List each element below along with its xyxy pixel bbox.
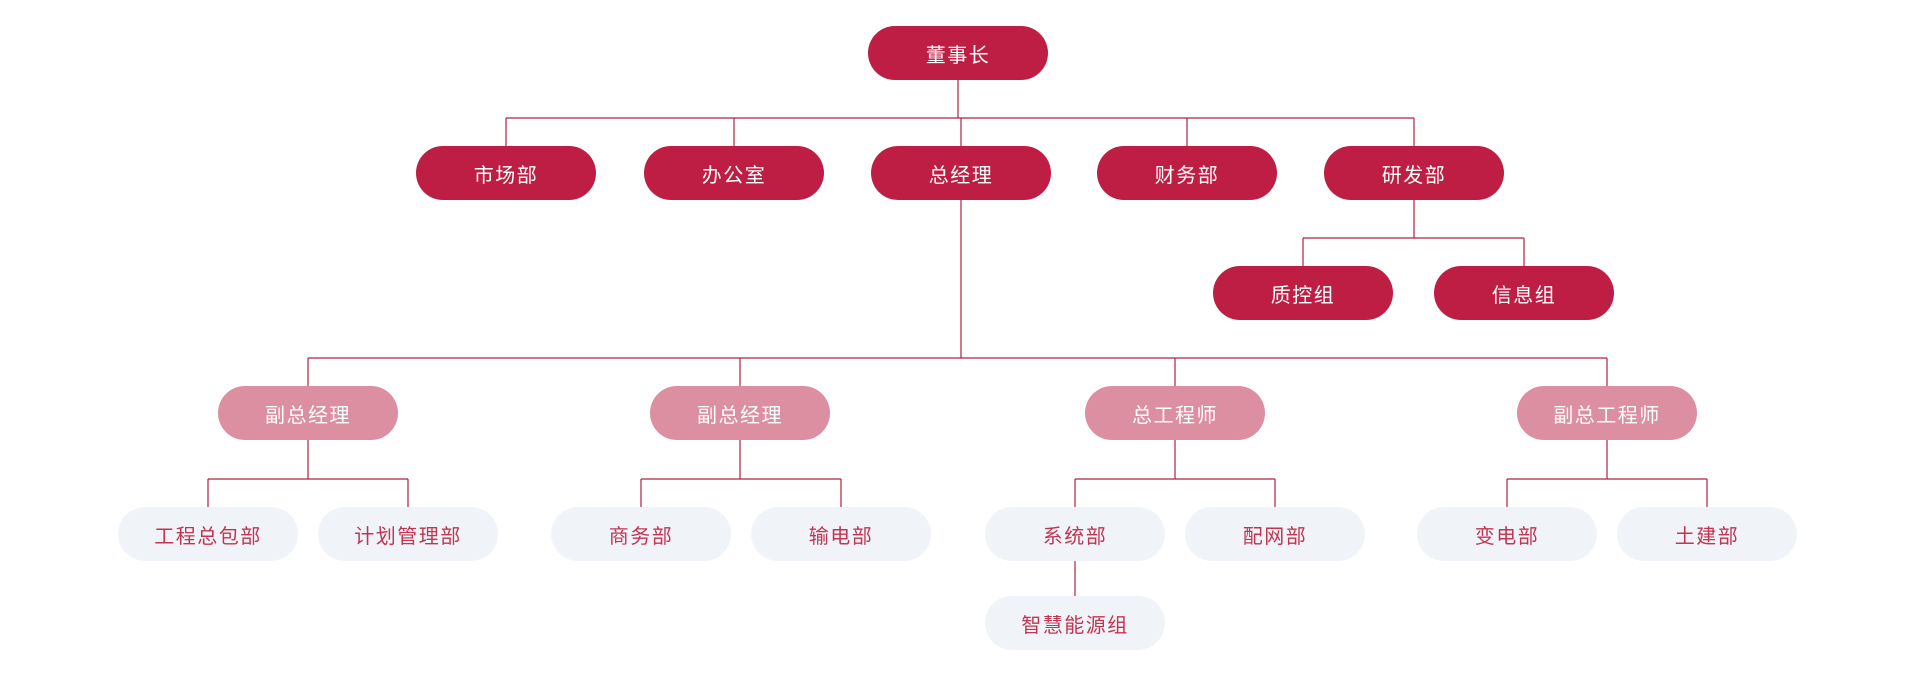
org-node-label: 总经理 [928, 164, 994, 187]
org-node-label: 质控组 [1270, 284, 1336, 307]
org-node-transmission[interactable]: 输电部 [751, 507, 931, 561]
org-node-system[interactable]: 系统部 [985, 507, 1165, 561]
org-node-label: 信息组 [1491, 284, 1557, 307]
org-node-label: 研发部 [1381, 164, 1447, 187]
org-node-planning[interactable]: 计划管理部 [318, 507, 498, 561]
org-node-dgm2[interactable]: 副总经理 [650, 386, 830, 440]
org-node-epc[interactable]: 工程总包部 [118, 507, 298, 561]
org-node-commerce[interactable]: 商务部 [551, 507, 731, 561]
org-node-chief_eng[interactable]: 总工程师 [1085, 386, 1265, 440]
org-node-label: 配网部 [1242, 525, 1308, 548]
org-node-info[interactable]: 信息组 [1434, 266, 1614, 320]
org-node-label: 董事长 [925, 44, 991, 67]
org-node-qc[interactable]: 质控组 [1213, 266, 1393, 320]
org-node-label: 商务部 [608, 525, 674, 548]
org-node-chairman[interactable]: 董事长 [868, 26, 1048, 80]
org-node-dgm1[interactable]: 副总经理 [218, 386, 398, 440]
org-node-label: 工程总包部 [154, 525, 262, 548]
org-node-label: 副总经理 [697, 404, 783, 427]
org-node-label: 计划管理部 [354, 525, 462, 548]
org-node-label: 办公室 [701, 164, 767, 187]
org-node-label: 副总经理 [265, 404, 351, 427]
org-node-label: 输电部 [808, 525, 874, 548]
org-node-distribution[interactable]: 配网部 [1185, 507, 1365, 561]
org-node-label: 副总工程师 [1553, 404, 1661, 427]
org-node-label: 财务部 [1154, 164, 1220, 187]
org-node-market[interactable]: 市场部 [416, 146, 596, 200]
org-node-office[interactable]: 办公室 [644, 146, 824, 200]
org-node-label: 市场部 [473, 164, 539, 187]
org-node-finance[interactable]: 财务部 [1097, 146, 1277, 200]
org-node-label: 智慧能源组 [1021, 614, 1129, 637]
org-node-substation[interactable]: 变电部 [1417, 507, 1597, 561]
org-node-label: 土建部 [1674, 525, 1740, 548]
org-node-label: 总工程师 [1132, 404, 1218, 427]
org-node-rd[interactable]: 研发部 [1324, 146, 1504, 200]
org-node-gm[interactable]: 总经理 [871, 146, 1051, 200]
org-node-smart_energy[interactable]: 智慧能源组 [985, 596, 1165, 650]
org-node-label: 变电部 [1474, 525, 1540, 548]
org-node-civil[interactable]: 土建部 [1617, 507, 1797, 561]
org-node-dep_chief[interactable]: 副总工程师 [1517, 386, 1697, 440]
org-node-label: 系统部 [1042, 525, 1108, 548]
